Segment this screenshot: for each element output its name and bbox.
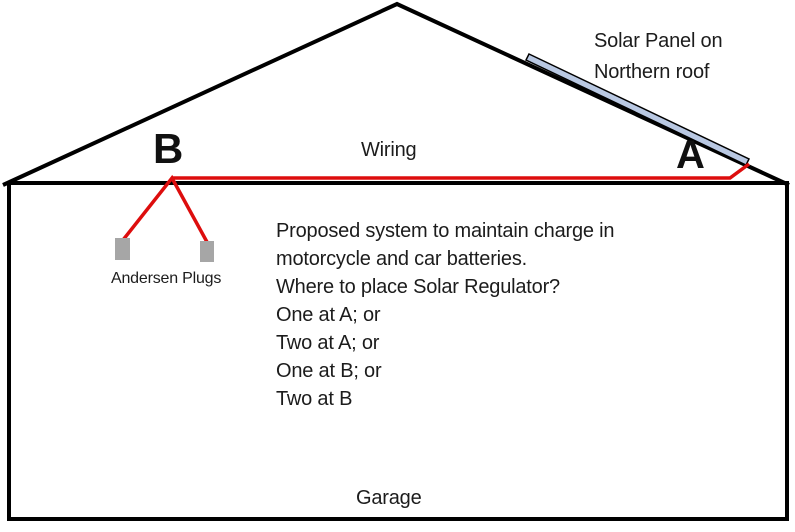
- point-b-label: B: [153, 125, 184, 172]
- solar-panel-label: Solar Panel on Northern roof: [594, 30, 723, 83]
- plug-wires: [121, 174, 209, 243]
- garage-label: Garage: [356, 487, 422, 509]
- wiring-line: [172, 162, 751, 180]
- andersen-plug-right: [200, 241, 214, 262]
- description-text: Proposed system to maintain charge in mo…: [276, 220, 615, 410]
- point-a-label: A: [676, 133, 705, 177]
- wiring-label: Wiring: [361, 139, 417, 161]
- garage-wall-outline: [7, 181, 789, 521]
- andersen-plugs-label: Andersen Plugs: [111, 270, 222, 287]
- roof-outline: [2, 1, 790, 187]
- andersen-plug-left: [115, 238, 130, 260]
